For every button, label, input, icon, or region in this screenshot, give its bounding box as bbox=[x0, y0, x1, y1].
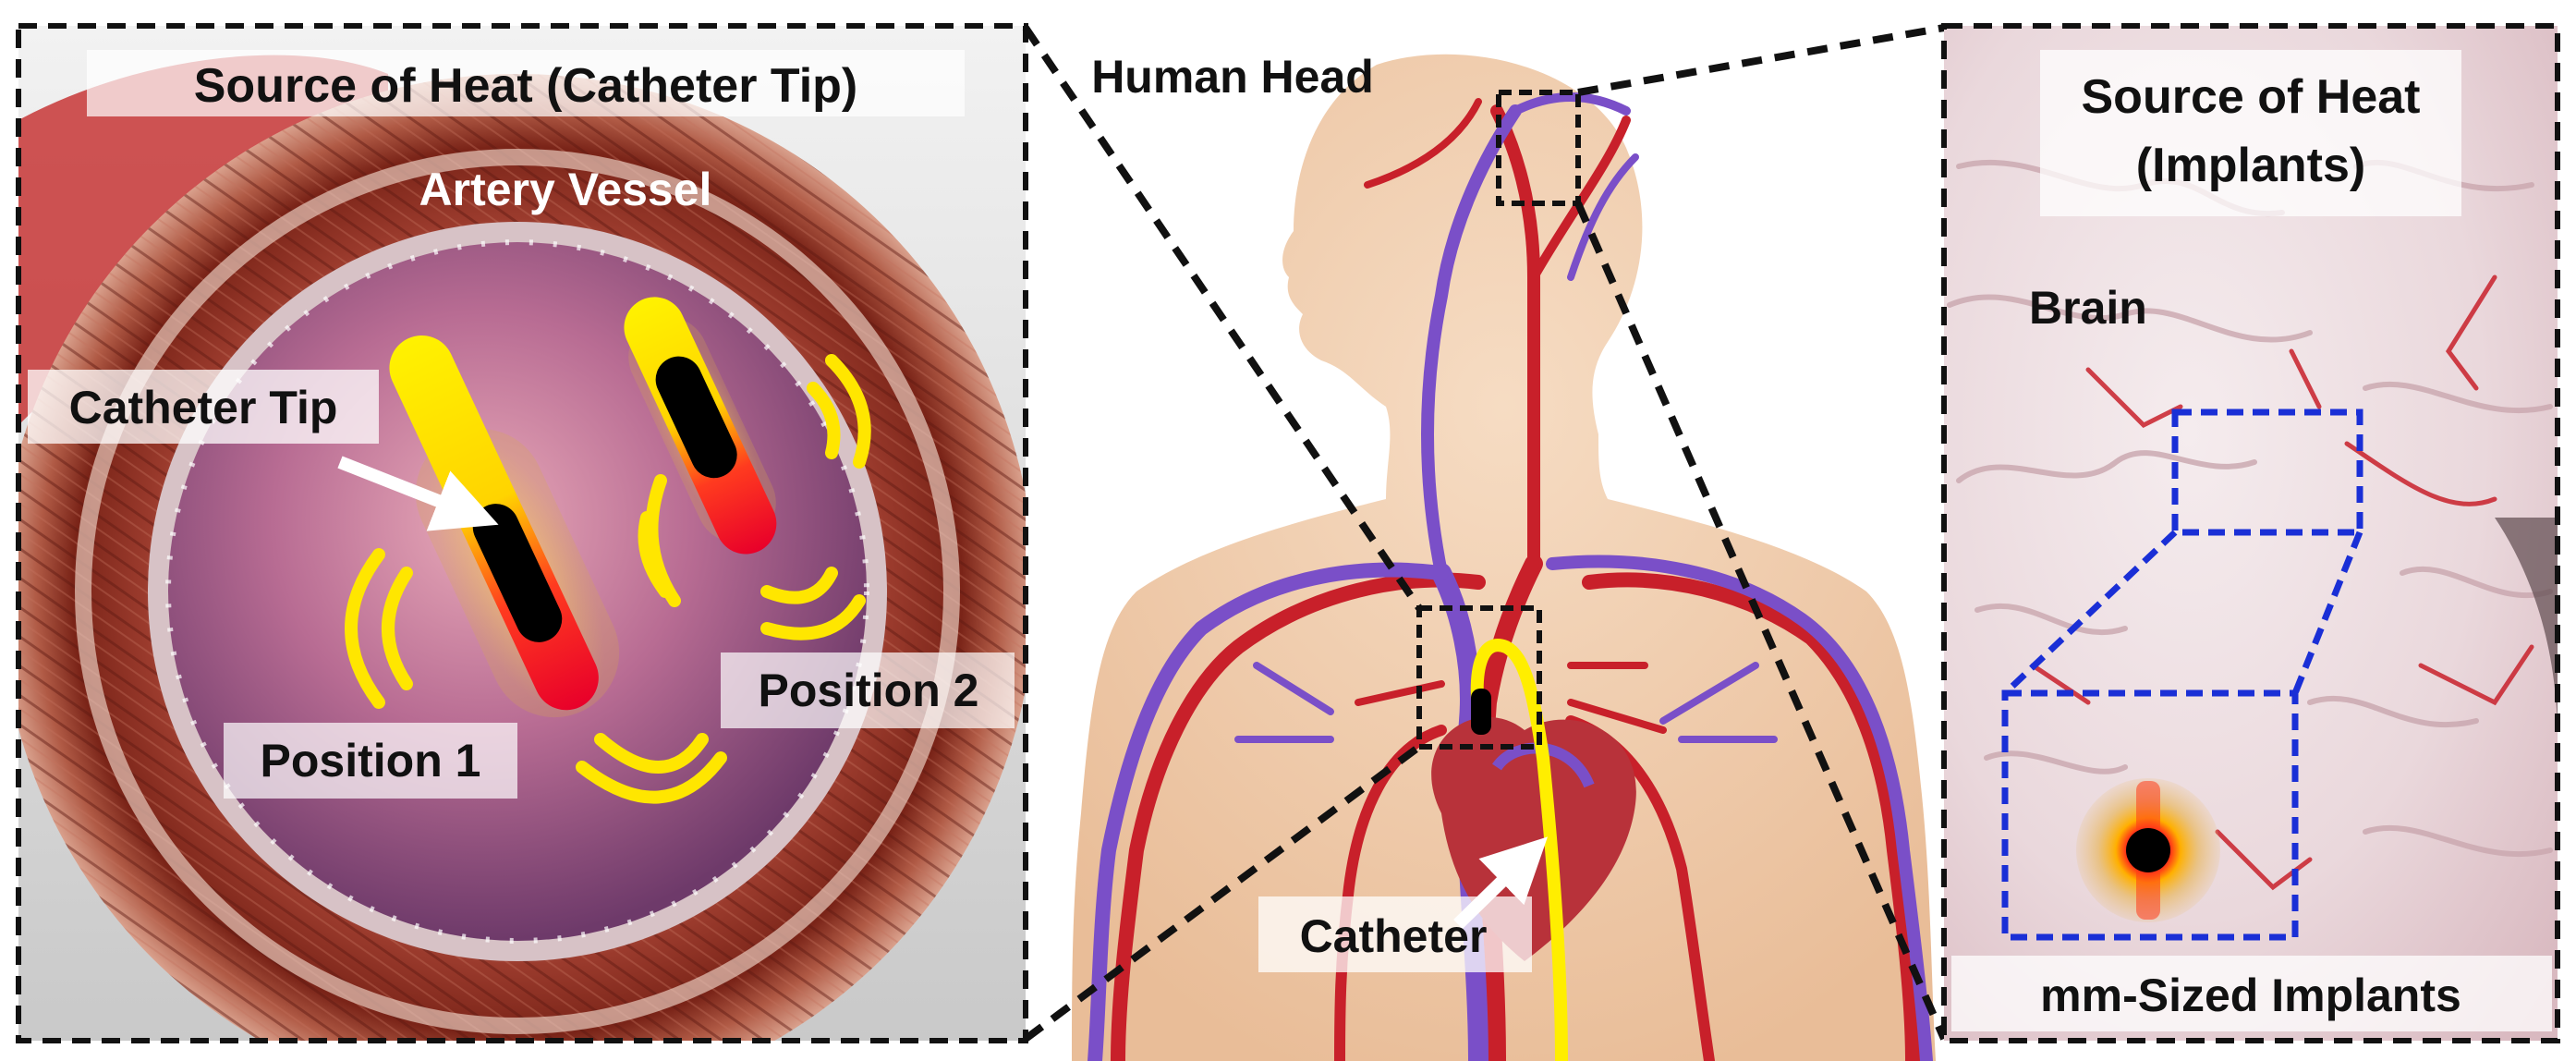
left-panel-frame bbox=[16, 23, 1028, 1043]
catheter-tip-label: Catheter Tip bbox=[69, 382, 338, 433]
implant-icon bbox=[2076, 778, 2220, 922]
brain-zoom-box-small bbox=[2171, 409, 2363, 536]
center-panel: Human Head Catheter bbox=[1022, 24, 1948, 1061]
right-panel-title-line2: (Implants) bbox=[2136, 139, 2365, 192]
catheter-tip-arrow bbox=[337, 456, 499, 531]
brain-zoom-box-large bbox=[2001, 689, 2299, 941]
brain-zoom-connectors bbox=[2002, 530, 2363, 696]
brain-vessels bbox=[2030, 274, 2534, 891]
left-panel-title: Source of Heat (Catheter Tip) bbox=[194, 59, 857, 113]
catheter-line bbox=[1470, 639, 1568, 1061]
right-panel-title-line1: Source of Heat bbox=[2082, 70, 2421, 124]
artery-vessel-label: Artery Vessel bbox=[419, 164, 712, 215]
zoom-connector-lines bbox=[1022, 24, 1948, 1043]
chest-zoom-box bbox=[1416, 605, 1542, 750]
human-head-label: Human Head bbox=[1091, 51, 1374, 103]
head-zoom-box bbox=[1496, 90, 1581, 206]
catheter-tip-marker bbox=[1471, 689, 1491, 735]
left-panel: Source of Heat (Catheter Tip) Artery Ves… bbox=[18, 26, 1026, 1041]
right-panel: Source of Heat (Implants) Brain mm-Sized… bbox=[1944, 26, 2558, 1041]
right-panel-frame bbox=[1941, 23, 2560, 1043]
brain-label: Brain bbox=[2029, 282, 2147, 334]
position-1-label: Position 1 bbox=[261, 735, 481, 787]
mm-sized-implants-label: mm-Sized Implants bbox=[2040, 970, 2461, 1021]
position-2-label: Position 2 bbox=[759, 665, 979, 716]
heat-waves-icon bbox=[345, 354, 871, 804]
human-body-silhouette bbox=[1072, 54, 1936, 1061]
catheter-label: Catheter bbox=[1300, 910, 1488, 962]
catheter-tip-position-2 bbox=[624, 297, 777, 555]
